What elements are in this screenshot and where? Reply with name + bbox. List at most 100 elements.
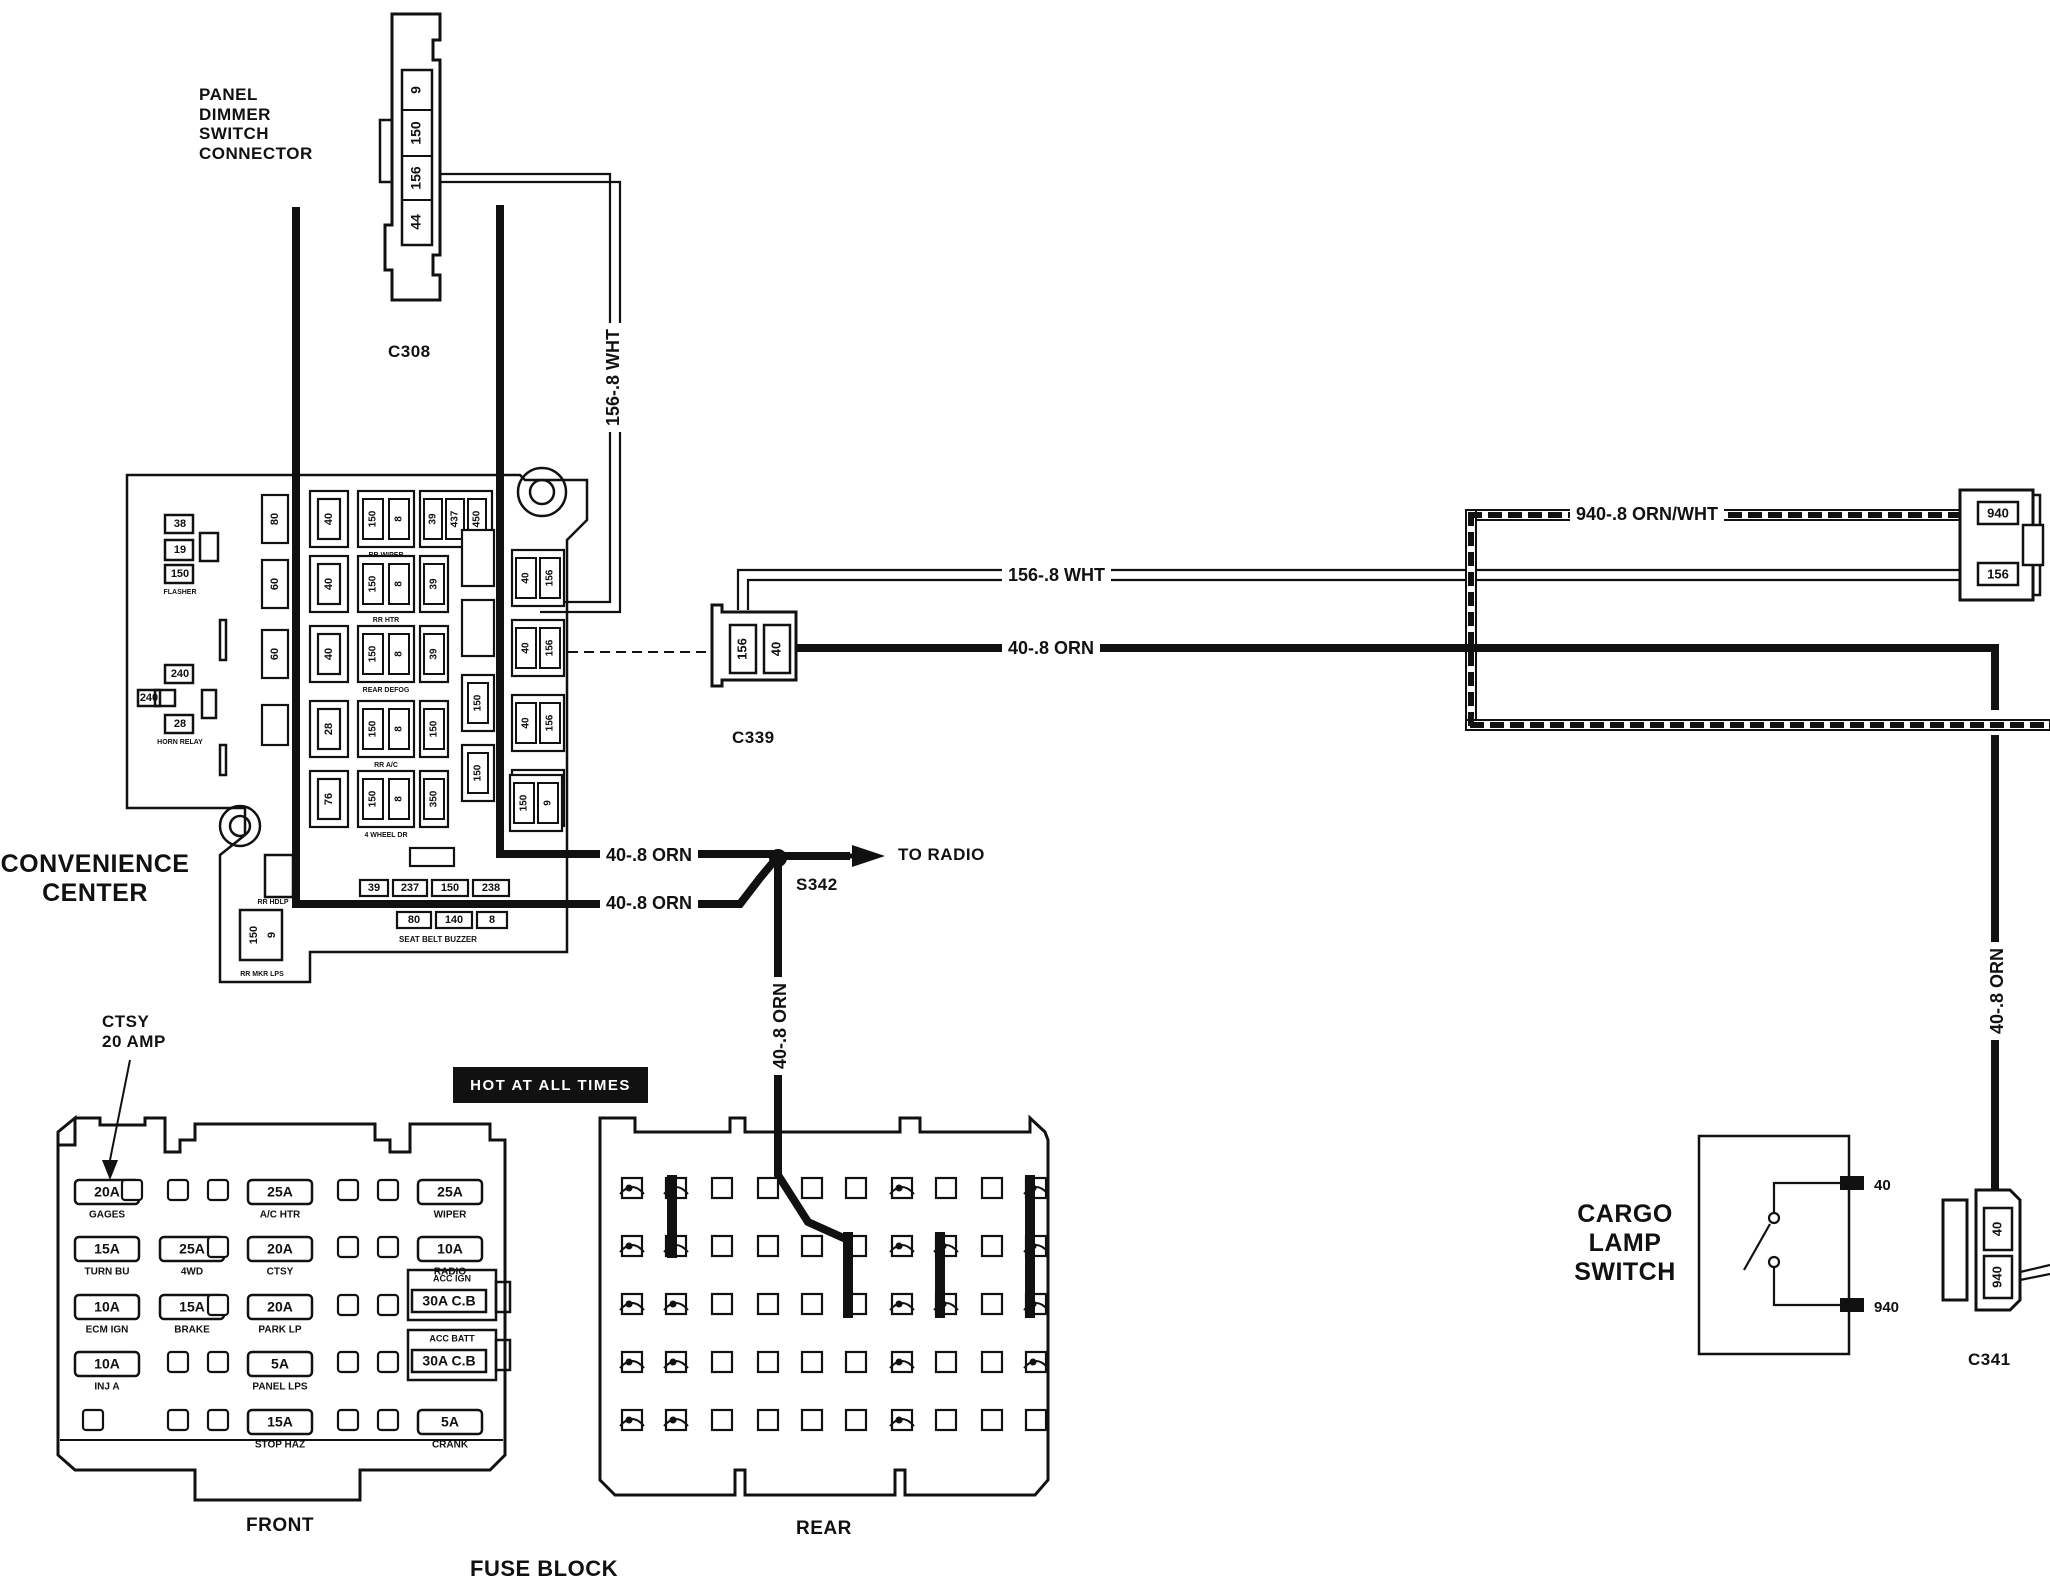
front-fuse-slot	[81, 1408, 105, 1432]
cc-relay-value: 28	[174, 718, 186, 730]
rear-terminal-lead	[889, 1186, 915, 1195]
front-fuse-slot	[206, 1350, 230, 1374]
label-line: CENTER	[42, 878, 148, 907]
cc-fuse-value: 39	[429, 648, 440, 660]
breaker-label: ACC IGN	[433, 1273, 471, 1283]
rear-terminal	[710, 1350, 734, 1374]
rear-terminal	[934, 1176, 958, 1200]
c308-pin: 44	[408, 214, 424, 230]
label-line: SWITCH	[199, 124, 270, 144]
front-fuse-amp: 15A	[179, 1299, 205, 1315]
rear-terminal	[756, 1292, 780, 1316]
cc-relay-value: 240	[171, 668, 189, 680]
cc-fuse-holder	[460, 528, 496, 588]
cc-fuse	[362, 498, 384, 540]
rear-terminal-lead	[619, 1302, 645, 1311]
cc-fuse-value: 9	[266, 932, 278, 938]
label-line: CONVENIENCE	[0, 850, 190, 878]
front-fuse-slot	[206, 1408, 230, 1432]
cc-small-label: RR HDLP	[257, 899, 288, 906]
front-fuse-name: ECM IGN	[86, 1325, 129, 1336]
hot-at-all-times-badge: HOT AT ALL TIMES	[453, 1067, 648, 1103]
rear-terminal	[800, 1176, 824, 1200]
cc-fuse-value: 8	[394, 726, 405, 732]
front-fuse-name: 4WD	[181, 1267, 203, 1278]
front-fuse	[246, 1350, 314, 1378]
cc-relay-value: 240	[140, 692, 158, 704]
cc-fuse	[260, 558, 290, 610]
label-line: CONNECTOR	[199, 143, 313, 163]
wire-156-wht	[440, 172, 1980, 614]
rear-terminal-lead	[619, 1418, 645, 1427]
cc-fuse	[539, 702, 561, 744]
c339-pin: 40	[768, 642, 783, 656]
front-breaker-labels: ACC IGN 30A C.B ACC BATT 30A C.B	[422, 1273, 475, 1368]
cargo-lamp-switch-label: CARGO LAMP SWITCH	[1560, 1200, 1690, 1286]
cc-fuse-value: 80	[269, 513, 281, 525]
cc-fuse	[260, 703, 290, 747]
rear-terminal	[844, 1176, 868, 1200]
front-fuse-amp: 20A	[267, 1241, 293, 1257]
front-fuse-amp: 5A	[271, 1356, 289, 1372]
cc-fuse	[316, 632, 342, 676]
cc-fuse-value: 237	[401, 882, 419, 894]
front-fuse	[416, 1408, 484, 1436]
to-radio-label: TO RADIO	[898, 845, 985, 864]
cc-small-label: FLASHER	[163, 589, 196, 596]
rear-terminal-lead	[619, 1186, 645, 1195]
cc-fuse	[316, 562, 342, 606]
rear-terminal	[710, 1292, 734, 1316]
cc-fuse	[539, 627, 561, 669]
front-fuse-slot	[376, 1293, 400, 1317]
front-fuse-name: CRANK	[432, 1440, 469, 1451]
cargo-lamp-switch: 40 940	[1697, 1134, 1899, 1356]
cc-fuse	[467, 752, 489, 794]
fuse-block-label: FUSE BLOCK	[470, 1556, 618, 1581]
label-line: SWITCH	[1574, 1257, 1676, 1286]
rear-terminal-lead	[889, 1302, 915, 1311]
cc-fuse-value: 40	[323, 578, 335, 590]
front-fuse-name: A/C HTR	[260, 1210, 301, 1221]
cc-fuse-value: 156	[545, 639, 556, 656]
front-fuse-slot	[376, 1178, 400, 1202]
rear-terminal	[710, 1176, 734, 1200]
cc-fuse-value: 80	[408, 914, 420, 926]
cc-fuse-value: 150	[429, 720, 440, 737]
cc-fuse-value: 8	[489, 914, 495, 926]
cc-fuse-value: 8	[394, 651, 405, 657]
cc-fuse	[467, 682, 489, 724]
c341-label: C341	[1968, 1350, 2011, 1369]
c308-label: C308	[388, 342, 431, 361]
rear-terminal	[800, 1234, 824, 1258]
rear-terminal	[710, 1234, 734, 1258]
cc-small-label: HORN RELAY	[157, 739, 203, 746]
front-fuse-name: CTSY	[267, 1267, 294, 1278]
front-fuse-name: PANEL LPS	[252, 1382, 308, 1393]
cc-fuse	[388, 563, 410, 605]
front-fuse-name: GAGES	[89, 1210, 125, 1221]
front-fuse-slot	[336, 1235, 360, 1259]
cc-fuse-value: 150	[368, 575, 379, 592]
switch-pin-label: 40	[1874, 1177, 1891, 1194]
cc-fuse	[423, 778, 445, 820]
rear-terminal	[980, 1234, 1004, 1258]
front-fuse-slot	[166, 1408, 190, 1432]
cc-fuse-value: 40	[521, 572, 532, 584]
cc-fuse-value: 150	[473, 764, 484, 781]
fuse-block-front	[56, 1114, 507, 1502]
cc-fuse-value: 76	[323, 793, 335, 805]
c339-label: C339	[732, 728, 775, 747]
cc-bottom-row	[358, 846, 511, 930]
cc-small-label: RR A/C	[374, 762, 398, 769]
rear-terminal-grid	[619, 1175, 1049, 1432]
label-line: DIMMER	[199, 104, 271, 124]
rear-terminal	[800, 1350, 824, 1374]
cc-fuse	[515, 557, 537, 599]
front-fuse-slot	[166, 1350, 190, 1374]
wire-label-40-down: 40-.8 ORN	[770, 976, 791, 1075]
c308-pin: 150	[408, 121, 424, 145]
label-line: CARGO	[1577, 1200, 1673, 1228]
c339-connector: 156 40	[710, 603, 798, 688]
